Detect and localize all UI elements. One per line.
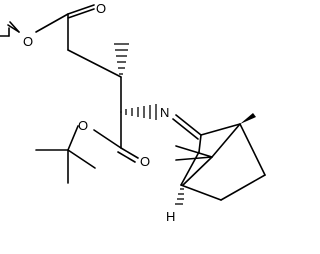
methoxy-oxygen: O	[23, 34, 33, 49]
bond-co-double-b	[67, 8, 95, 19]
bond-ch2-to-ch	[67, 49, 122, 78]
bond-c1-to-c7	[211, 123, 241, 158]
ester1-carbonyl-oxygen: O	[96, 1, 106, 16]
bond-co-double-a	[67, 4, 95, 15]
bond-c7-to-methyl-a	[175, 145, 213, 158]
bond-c7-to-c4	[182, 156, 213, 186]
bond-c6-to-c5	[220, 174, 266, 201]
bond-cn-double-b	[172, 118, 199, 140]
bond-c5-to-c4	[180, 184, 222, 201]
wedge-bond-bridgehead-methyl	[240, 113, 256, 124]
bond-ester-co-double-b	[117, 151, 136, 163]
stereocenter-2-imine	[120, 104, 157, 149]
bond-methoxy-o-carbonyl-c	[35, 13, 69, 33]
hashed-bond-bridgehead-h	[175, 188, 184, 205]
bicyclic-ring	[172, 113, 266, 205]
stereocenter-3-methyl	[114, 43, 129, 113]
ester2-alkoxy-oxygen: O	[78, 118, 88, 133]
bond-c3-to-c4	[180, 151, 200, 186]
bond-c2-to-c3	[198, 134, 202, 153]
molecule-structure: O O O O N	[0, 1, 266, 224]
hashed-bond-methyl	[114, 43, 129, 75]
bond-methyl-o-left	[9, 21, 20, 33]
bond-c2-to-c1	[200, 123, 241, 136]
bond-ester-co-double-a	[120, 147, 139, 159]
hashed-bond-nitrogen	[125, 104, 157, 120]
ester2-carbonyl-oxygen: O	[140, 154, 150, 169]
bond-cn-double-a	[175, 114, 202, 136]
bond-c1-to-c6	[239, 123, 266, 176]
bridgehead-hydrogen: H	[166, 209, 175, 224]
bond-c7-to-methyl-b	[175, 156, 213, 161]
bond-o-to-quaternary-c	[67, 125, 79, 151]
tert-butyl-ester-group	[35, 125, 139, 184]
imine-nitrogen: N	[160, 105, 169, 120]
bond-ester-c-to-o	[93, 129, 122, 149]
bond-tbu-methyl-right	[67, 149, 96, 169]
